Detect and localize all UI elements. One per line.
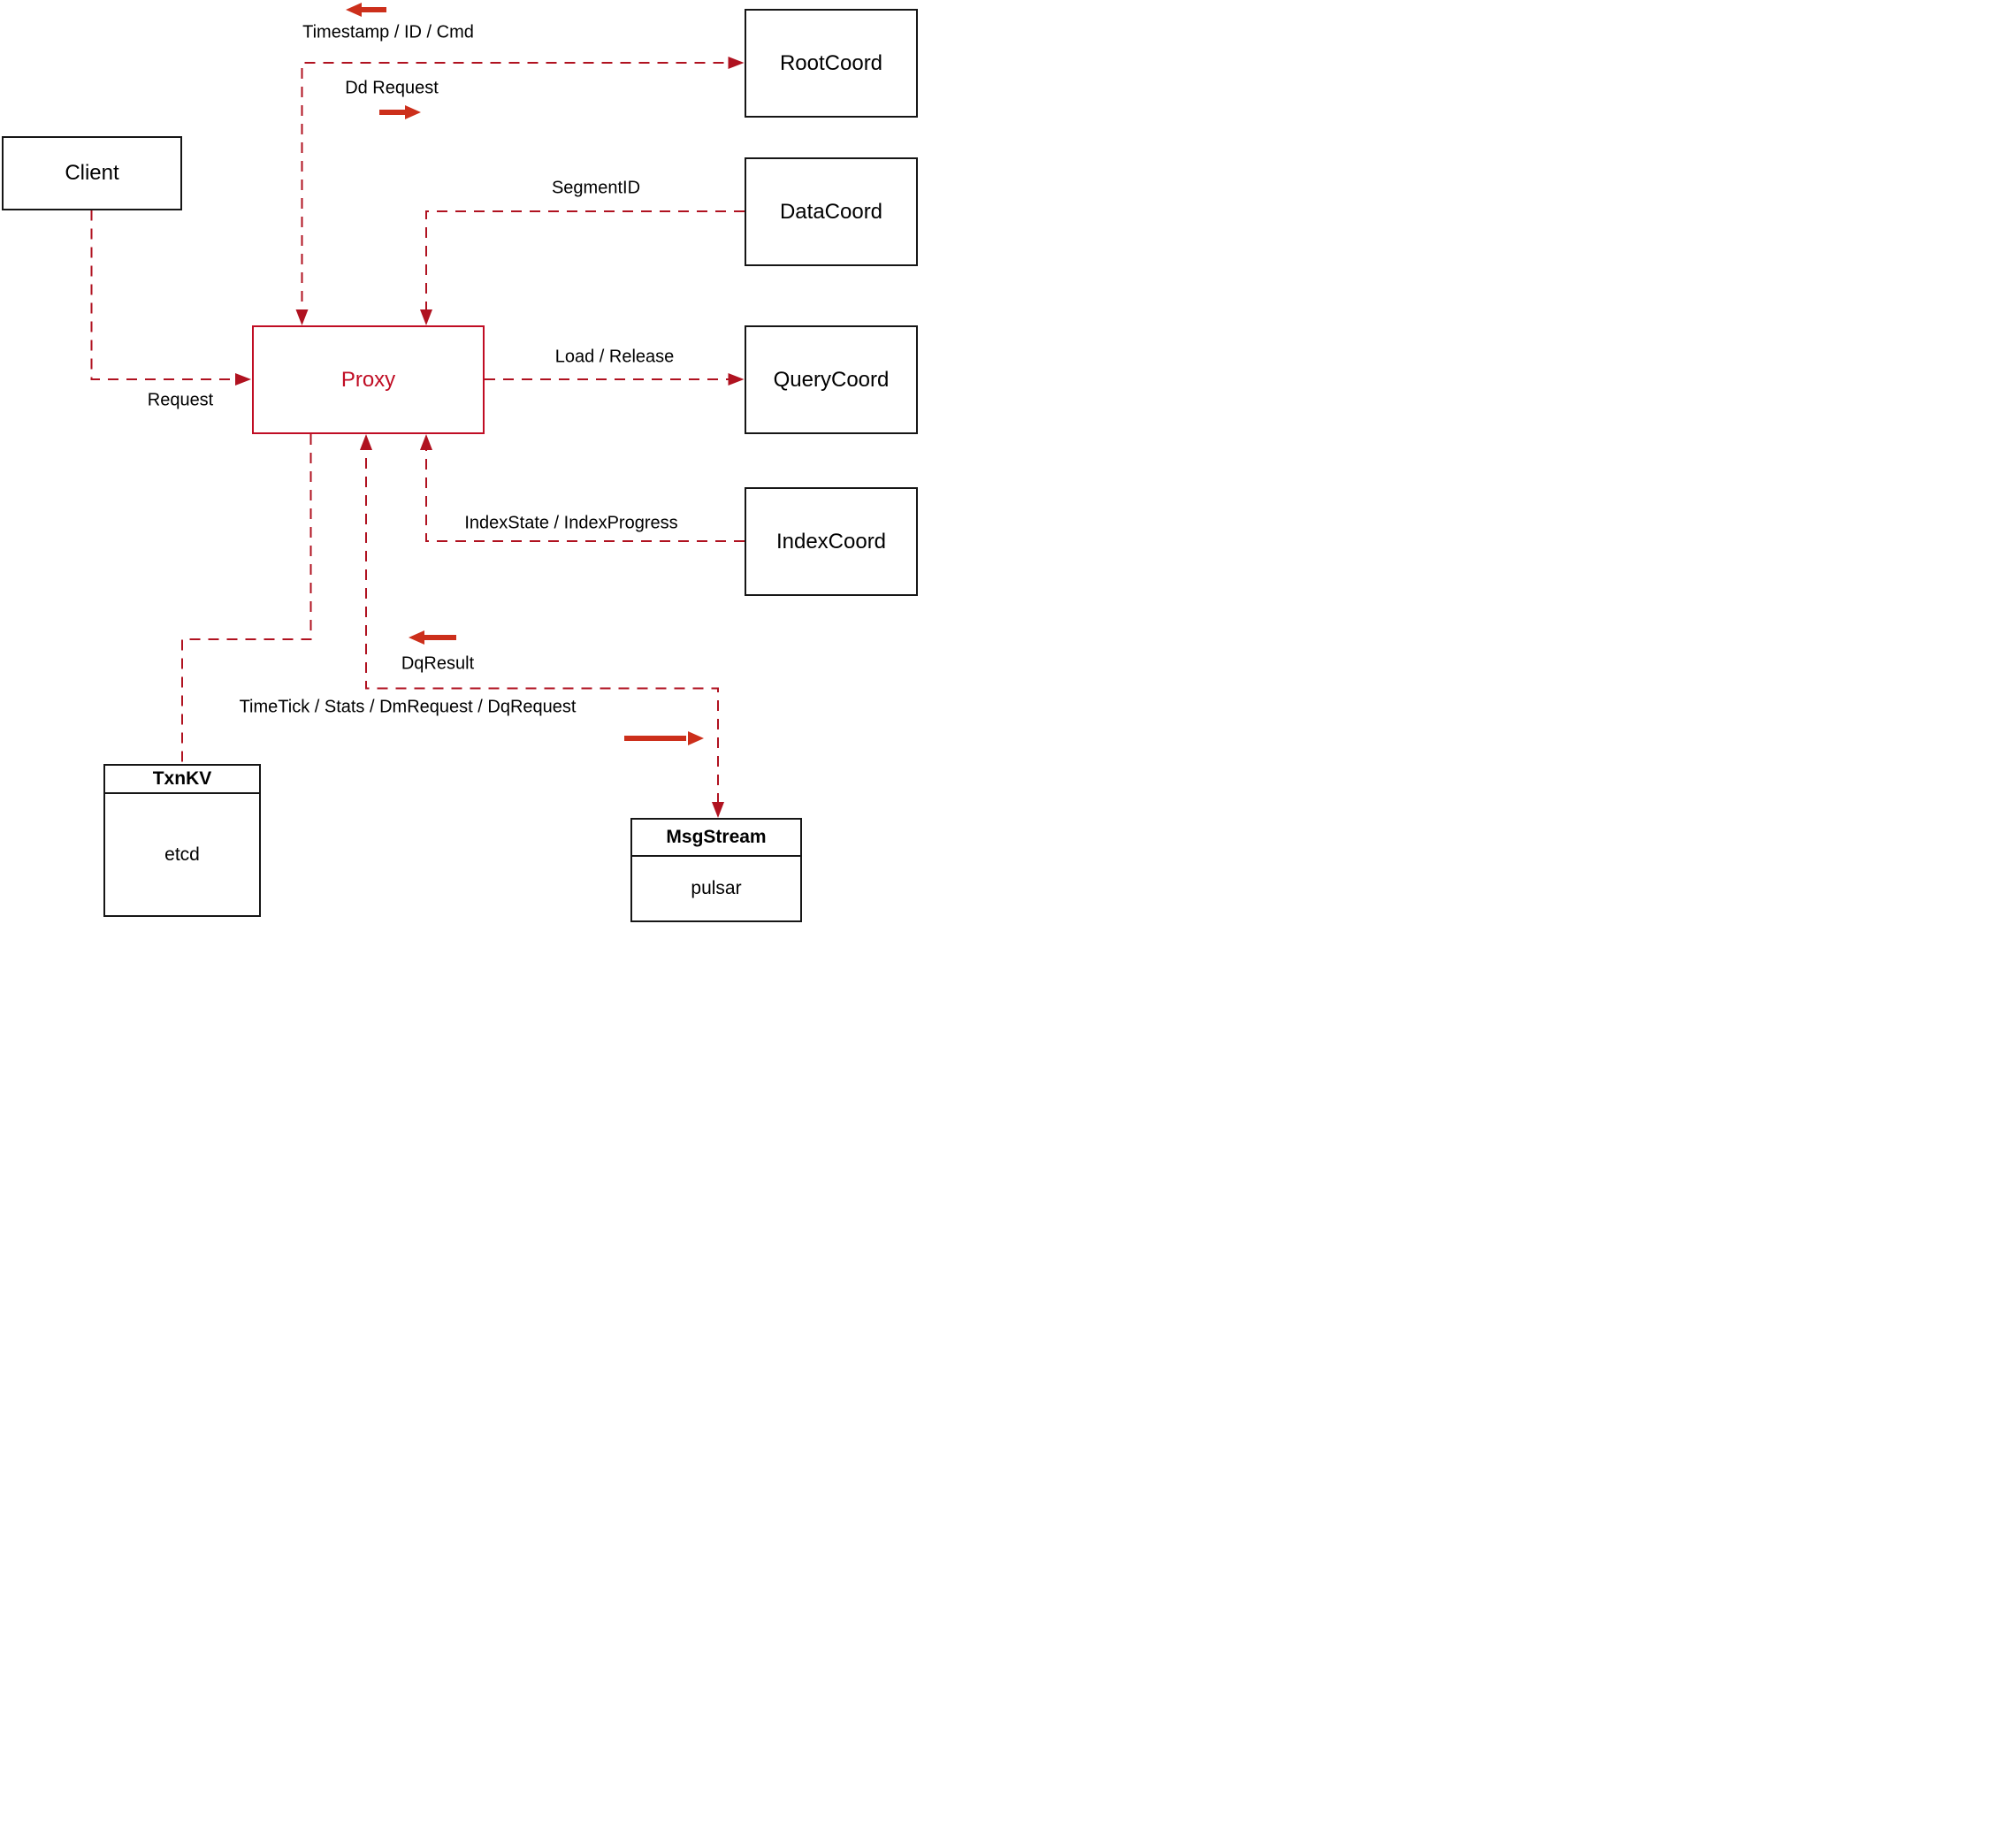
node-proxy-label: Proxy [340, 367, 396, 392]
edge-label-request: Request [147, 390, 214, 410]
node-indexcoord-label: IndexCoord [775, 529, 887, 554]
node-indexcoord: IndexCoord [745, 487, 918, 596]
edge-proxy-msgstream [360, 434, 724, 818]
edge-datacoord-proxy [420, 210, 745, 325]
edge-label-index-state: IndexState / IndexProgress [464, 513, 678, 533]
node-rootcoord: RootCoord [745, 9, 918, 118]
architecture-diagram: Client RootCoord DataCoord QueryCoord In… [0, 0, 1004, 924]
node-txnkv-title: TxnKV [105, 766, 259, 794]
direction-arrow-timestamp-left [346, 3, 386, 17]
node-msgstream-title: MsgStream [632, 820, 800, 857]
node-client: Client [2, 136, 182, 210]
connector-layer [90, 3, 745, 818]
edge-label-dd-request: Dd Request [345, 78, 439, 98]
edge-proxy-txnkv [181, 434, 312, 763]
node-msgstream-impl: pulsar [691, 878, 742, 898]
node-querycoord: QueryCoord [745, 325, 918, 434]
edge-proxy-querycoord [485, 373, 745, 386]
node-datacoord: DataCoord [745, 157, 918, 266]
node-rootcoord-label: RootCoord [779, 50, 883, 75]
node-txnkv-impl: etcd [164, 844, 200, 865]
edge-proxy-rootcoord [295, 57, 745, 325]
direction-arrow-timetick-right [624, 731, 704, 745]
edge-label-timestamp-id-cmd: Timestamp / ID / Cmd [302, 22, 474, 42]
node-querycoord-label: QueryCoord [773, 367, 890, 392]
edge-label-load-release: Load / Release [554, 347, 675, 367]
edge-label-dq-result: DqResult [401, 653, 475, 674]
direction-arrow-ddrequest-right [379, 105, 421, 119]
direction-arrow-dqresult-left [409, 630, 456, 645]
node-datacoord-label: DataCoord [779, 199, 883, 224]
node-proxy: Proxy [252, 325, 485, 434]
edge-label-segment-id: SegmentID [551, 178, 641, 198]
edge-indexcoord-proxy [420, 434, 745, 542]
node-txnkv: TxnKV etcd [103, 764, 261, 917]
node-msgstream: MsgStream pulsar [630, 818, 802, 922]
edge-label-time-tick: TimeTick / Stats / DmRequest / DqRequest [239, 697, 577, 717]
node-client-label: Client [65, 161, 119, 185]
edge-client-proxy [90, 210, 251, 386]
